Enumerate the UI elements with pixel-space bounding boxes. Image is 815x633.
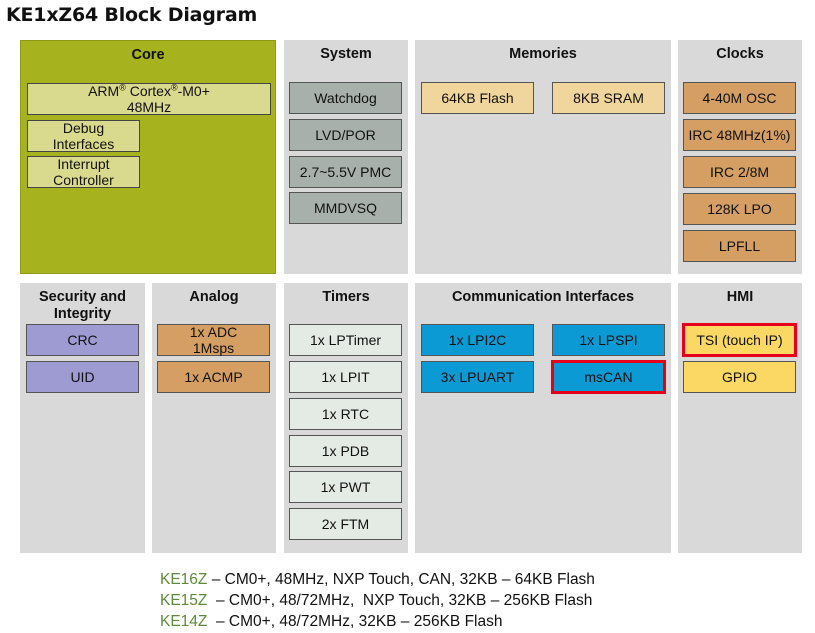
debug-interfaces-block: Debug Interfaces xyxy=(27,120,140,152)
clocks-panel: Clocks 4-40M OSC IRC 48MHz(1%) IRC 2/8M … xyxy=(678,40,802,274)
lpfll-block: LPFLL xyxy=(683,230,796,262)
core-panel: Core ARM® Cortex®-M0+ 48MHz Debug Interf… xyxy=(20,40,276,274)
lpi2c-block: 1x LPI2C xyxy=(421,324,534,356)
variant-part: KE15Z xyxy=(160,592,208,609)
hmi-title: HMI xyxy=(726,289,754,305)
security-panel: Security and Integrity CRC UID xyxy=(20,283,145,553)
cpu-name: ARM® Cortex®-M0+ xyxy=(88,82,210,99)
timers-panel: Timers 1x LPTimer 1x LPIT 1x RTC 1x PDB … xyxy=(284,283,408,553)
core-title: Core xyxy=(131,47,165,63)
rtc-block: 1x RTC xyxy=(289,398,402,430)
lpspi-block: 1x LPSPI xyxy=(552,324,665,356)
crc-block: CRC xyxy=(26,324,139,356)
clocks-title: Clocks xyxy=(716,46,764,62)
memories-panel: Memories 64KB Flash 8KB SRAM xyxy=(415,40,671,274)
variant-line-ke16z: KE16Z – CM0+, 48MHz, NXP Touch, CAN, 32K… xyxy=(160,570,595,590)
variant-desc: – CM0+, 48MHz, NXP Touch, CAN, 32KB – 64… xyxy=(207,571,595,588)
lpuart-block: 3x LPUART xyxy=(421,361,534,393)
comm-title: Communication Interfaces xyxy=(451,289,635,305)
variant-part: KE16Z xyxy=(160,571,208,588)
comm-panel: Communication Interfaces 1x LPI2C 1x LPS… xyxy=(415,283,671,553)
analog-panel: Analog 1x ADC 1Msps 1x ACMP xyxy=(152,283,276,553)
lpo-block: 128K LPO xyxy=(683,193,796,225)
page-title: KE1xZ64 Block Diagram xyxy=(6,4,258,26)
watchdog-block: Watchdog xyxy=(289,82,402,114)
variant-line-ke15z: KE15Z – CM0+, 48/72MHz, NXP Touch, 32KB … xyxy=(160,591,592,611)
pdb-block: 1x PDB xyxy=(289,435,402,467)
irc-2-8m-block: IRC 2/8M xyxy=(683,156,796,188)
osc-block: 4-40M OSC xyxy=(683,82,796,114)
system-panel: System Watchdog LVD/POR 2.7~5.5V PMC MMD… xyxy=(284,40,408,274)
mmdvsq-block: MMDVSQ xyxy=(289,192,402,224)
variant-part: KE14Z xyxy=(160,613,208,630)
irc48-block: IRC 48MHz(1%) xyxy=(683,119,796,151)
interrupt-controller-block: Interrupt Controller xyxy=(27,156,140,188)
lpit-block: 1x LPIT xyxy=(289,361,402,393)
acmp-block: 1x ACMP xyxy=(157,361,270,393)
variant-desc: – CM0+, 48/72MHz, 32KB – 256KB Flash xyxy=(207,613,503,630)
adc-block: 1x ADC 1Msps xyxy=(157,324,270,356)
hmi-panel: HMI TSI (touch IP) GPIO xyxy=(678,283,802,553)
variant-line-ke14z: KE14Z – CM0+, 48/72MHz, 32KB – 256KB Fla… xyxy=(160,612,502,632)
pwt-block: 1x PWT xyxy=(289,471,402,503)
flash-block: 64KB Flash xyxy=(421,82,534,114)
timers-title: Timers xyxy=(322,289,370,305)
mscan-block: msCAN xyxy=(551,360,666,394)
ftm-block: 2x FTM xyxy=(289,508,402,540)
lptimer-block: 1x LPTimer xyxy=(289,324,402,356)
sram-block: 8KB SRAM xyxy=(552,82,665,114)
system-title: System xyxy=(320,46,372,62)
uid-block: UID xyxy=(26,361,139,393)
cpu-frequency: 48MHz xyxy=(126,99,172,115)
memories-title: Memories xyxy=(509,46,577,62)
security-title: Security and Integrity xyxy=(38,289,127,322)
gpio-block: GPIO xyxy=(683,361,796,393)
analog-title: Analog xyxy=(189,289,239,305)
pmc-block: 2.7~5.5V PMC xyxy=(289,156,402,188)
tsi-block: TSI (touch IP) xyxy=(682,323,797,357)
lvd-por-block: LVD/POR xyxy=(289,119,402,151)
cpu-block: ARM® Cortex®-M0+ 48MHz xyxy=(27,83,271,115)
variant-desc: – CM0+, 48/72MHz, NXP Touch, 32KB – 256K… xyxy=(207,592,593,609)
